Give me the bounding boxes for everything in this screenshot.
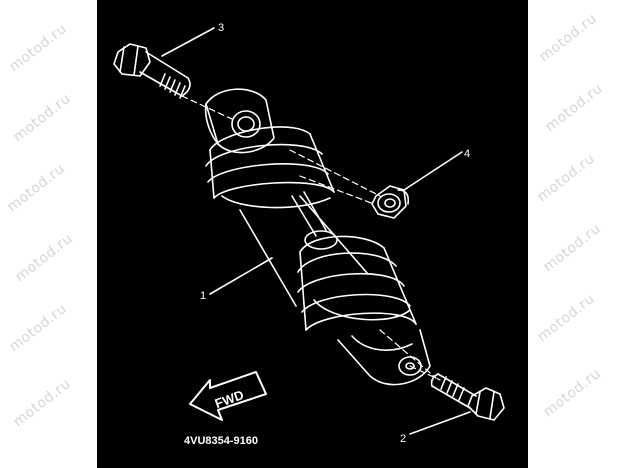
right-margin: motod.ru motod.ru motod.ru motod.ru moto…	[528, 0, 625, 468]
lower-bolt	[430, 373, 505, 421]
leader-line-3	[161, 27, 215, 57]
upper-bolt	[113, 43, 191, 99]
shock-absorber	[204, 88, 431, 386]
piston-rod	[291, 191, 327, 237]
leader-line-4	[403, 151, 463, 191]
lower-mount	[337, 329, 431, 386]
bolt-thread	[159, 73, 186, 99]
bolt-shank	[139, 51, 189, 97]
bolt-head	[113, 43, 151, 77]
callout-4: 4	[464, 148, 470, 160]
leader-line-1	[209, 257, 273, 295]
left-margin: motod.ru motod.ru motod.ru motod.ru moto…	[0, 0, 97, 468]
upper-mount-eye	[205, 88, 275, 154]
part-code: 4VU8354-9160	[184, 435, 258, 447]
leader-line-2	[409, 411, 471, 435]
callout-1: 1	[200, 290, 206, 302]
forward-direction-arrow: FWD	[189, 371, 267, 421]
lock-nut	[371, 185, 410, 219]
lower-bolt-thread	[440, 376, 465, 401]
lower-bolt-head	[467, 387, 505, 421]
callout-2: 2	[400, 433, 406, 445]
assembly-lines	[181, 95, 441, 381]
shock-body	[239, 195, 369, 307]
callout-3: 3	[218, 22, 224, 34]
fwd-label: FWD	[213, 387, 246, 411]
